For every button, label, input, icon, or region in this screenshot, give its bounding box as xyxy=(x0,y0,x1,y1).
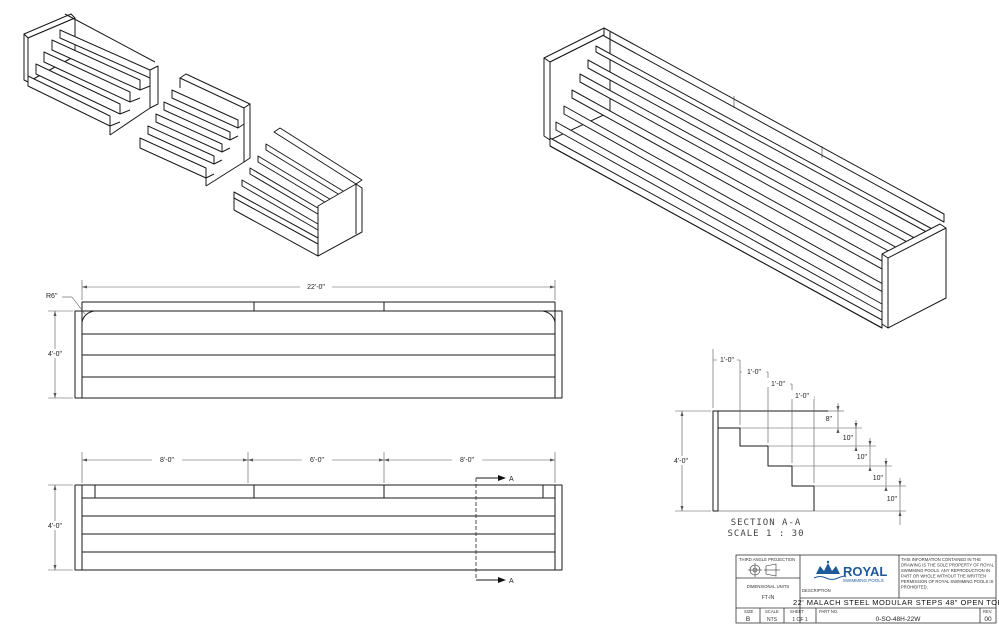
rev-value: 00 xyxy=(984,616,992,623)
section-tread3-dim: 1'-0" xyxy=(771,381,785,388)
bottom-plan-seg3-dim: 8'-0" xyxy=(460,457,474,464)
part-label: PART NO. xyxy=(819,609,838,614)
top-plan-height-dim: 4'-0" xyxy=(48,351,62,358)
bottom-plan-height-dim: 4'-0" xyxy=(48,523,62,530)
section-rise4-dim: 10" xyxy=(873,475,884,482)
notice-line-5: PERMISSION OF ROYAL SWIMMING POOLS IS xyxy=(901,579,994,584)
top-plan-radius-label: R6" xyxy=(46,293,58,300)
section-tread4-dim: 1'-0" xyxy=(795,393,809,400)
description-label: DESCRIPTION xyxy=(802,588,831,593)
cut-label-top: A xyxy=(509,476,514,483)
size-label: SIZE xyxy=(744,609,754,614)
title-block: THIRD ANGLE PROJECTION DIMENSIONAL UNITS… xyxy=(735,554,999,624)
iso-module-middle xyxy=(139,73,251,187)
logo-sub-text: SWIMMING POOLS xyxy=(843,578,884,583)
royal-logo-icon xyxy=(813,560,847,580)
third-angle-projection-icon xyxy=(748,563,780,577)
scale-label: SCALE xyxy=(765,609,779,614)
section-height-dim: 4'-0" xyxy=(674,458,688,465)
iso-assembly xyxy=(543,27,947,329)
notice-line-1: THIS INFORMATION CONTAINED IN THE xyxy=(901,557,981,562)
section-rise3-dim: 10" xyxy=(857,454,868,461)
projection-label: THIRD ANGLE PROJECTION xyxy=(739,557,795,562)
notice-line-6: PROHIBITED. xyxy=(901,585,928,590)
section-rise2-dim: 10" xyxy=(843,435,854,442)
scale-value: NTS xyxy=(767,617,778,623)
top-plan-view: 22'-0" R6" 4'-0" xyxy=(42,280,563,399)
section-rise1-dim: 8" xyxy=(826,416,833,423)
section-scale: SCALE 1 : 30 xyxy=(727,529,804,539)
description-value: 22' MALACH STEEL MODULAR STEPS 48" OPEN … xyxy=(793,598,999,607)
section-rise5-dim: 10" xyxy=(887,496,898,503)
units-value: FT-IN xyxy=(762,595,775,601)
sheet-value: 1 OF 1 xyxy=(792,617,808,623)
notice-line-2: DRAWING IS THE SOLE PROPERTY OF ROYAL xyxy=(901,563,995,568)
section-a-a-view: 1'-0" 1'-0" 1'-0" 1'-0" 8" 10" 10" 10" 1… xyxy=(668,349,906,539)
cut-label-bottom: A xyxy=(509,578,514,585)
section-tread2-dim: 1'-0" xyxy=(747,369,761,376)
sheet-label: SHEET xyxy=(790,609,804,614)
units-label: DIMENSIONAL UNITS xyxy=(747,584,790,589)
notice-line-3: SWIMMING POOLS. ANY REPRODUCTION IN xyxy=(901,568,990,573)
logo-main-text: ROYAL xyxy=(843,564,887,579)
notice-line-4: PART OR WHOLE WITHOUT THE WRITTEN xyxy=(901,574,986,579)
iso-module-right xyxy=(233,127,363,257)
part-value: 0-SO-48H-22W xyxy=(876,616,922,623)
section-tread1-dim: 1'-0" xyxy=(720,357,734,364)
iso-module-left xyxy=(23,13,159,136)
bottom-plan-view: 8'-0" 6'-0" 8'-0" 4'-0" A A xyxy=(42,452,563,585)
rev-label: REV. xyxy=(983,609,992,614)
section-title: SECTION A-A xyxy=(731,518,802,528)
size-value: B xyxy=(746,616,750,623)
top-plan-overall-dim: 22'-0" xyxy=(307,284,325,291)
bottom-plan-seg1-dim: 8'-0" xyxy=(160,457,174,464)
bottom-plan-seg2-dim: 6'-0" xyxy=(310,457,324,464)
